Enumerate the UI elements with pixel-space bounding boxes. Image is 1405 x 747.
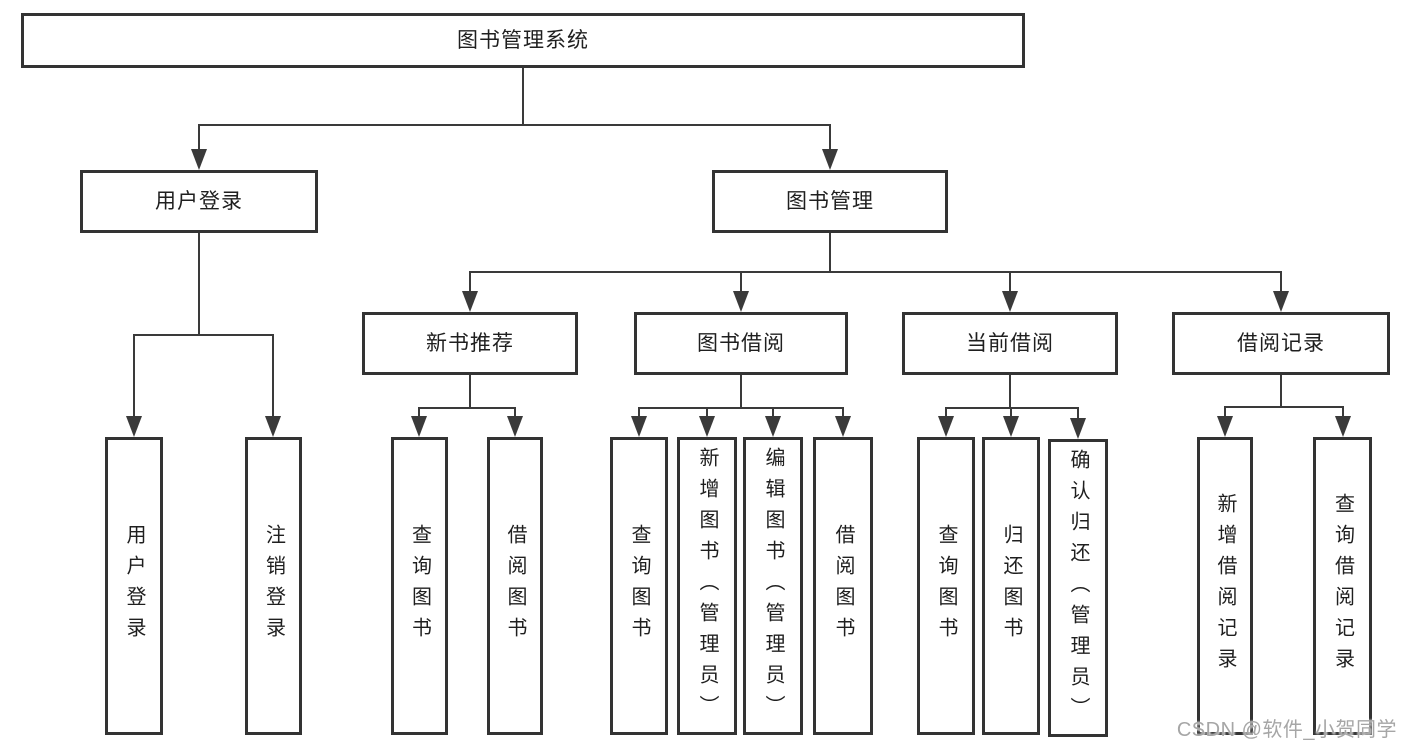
node-label-leaf-query-books-3: 查询图书 xyxy=(935,524,957,648)
connector-arrow-shaft xyxy=(272,335,274,419)
node-leaf-query-borrow-record: 查询借阅记录 xyxy=(1313,437,1372,735)
node-leaf-query-books-2: 查询图书 xyxy=(610,437,668,735)
connector-arrow-shaft xyxy=(198,125,200,152)
node-label-user-login-group: 用户登录 xyxy=(155,190,243,213)
connector-arrow-shaft xyxy=(638,408,640,419)
arrowhead-down-icon xyxy=(733,291,749,312)
node-leaf-confirm-return: 确认归还（管理员） xyxy=(1048,439,1108,737)
arrowhead-down-icon xyxy=(126,416,142,437)
arrowhead-down-icon xyxy=(1002,291,1018,312)
arrowhead-down-icon xyxy=(1273,291,1289,312)
arrowhead-down-icon xyxy=(1003,416,1019,437)
node-label-leaf-edit-books: 编辑图书（管理员） xyxy=(762,446,784,726)
node-leaf-return-books: 归还图书 xyxy=(982,437,1040,735)
connector-arrow-shaft xyxy=(842,408,844,419)
arrowhead-down-icon xyxy=(765,416,781,437)
node-label-leaf-user-login: 用户登录 xyxy=(123,524,145,648)
node-label-leaf-return-books: 归还图书 xyxy=(1000,524,1022,648)
connector-arrow-shaft xyxy=(1077,408,1079,421)
arrowhead-down-icon xyxy=(1070,418,1086,439)
node-user-login-group: 用户登录 xyxy=(80,170,318,233)
node-label-leaf-query-borrow-record: 查询借阅记录 xyxy=(1331,493,1354,679)
connector-arrow-shaft xyxy=(1342,407,1344,419)
connector-horizontal-line xyxy=(469,271,1282,273)
node-leaf-add-borrow-record: 新增借阅记录 xyxy=(1197,437,1253,735)
node-borrow-records: 借阅记录 xyxy=(1172,312,1390,375)
node-label-leaf-add-borrow-record: 新增借阅记录 xyxy=(1214,493,1236,679)
arrowhead-down-icon xyxy=(1335,416,1351,437)
node-book-mgmt-group: 图书管理 xyxy=(712,170,948,233)
node-leaf-edit-books: 编辑图书（管理员） xyxy=(743,437,803,735)
node-current-borrow: 当前借阅 xyxy=(902,312,1118,375)
node-label-root: 图书管理系统 xyxy=(457,29,589,52)
connector-arrow-shaft xyxy=(133,335,135,419)
node-leaf-add-books: 新增图书（管理员） xyxy=(677,437,737,735)
node-book-borrow: 图书借阅 xyxy=(634,312,848,375)
connector-horizontal-line xyxy=(198,124,831,126)
node-leaf-user-login: 用户登录 xyxy=(105,437,163,735)
arrowhead-down-icon xyxy=(631,416,647,437)
node-label-leaf-query-books-1: 查询图书 xyxy=(408,524,431,648)
connector-vertical-line xyxy=(469,375,471,408)
connector-arrow-shaft xyxy=(418,408,420,419)
node-label-leaf-query-books-2: 查询图书 xyxy=(628,524,650,648)
node-label-leaf-confirm-return: 确认归还（管理员） xyxy=(1067,448,1089,728)
connector-arrow-shaft xyxy=(1010,408,1012,419)
connector-arrow-shaft xyxy=(772,408,774,419)
arrowhead-down-icon xyxy=(462,291,478,312)
arrowhead-down-icon xyxy=(265,416,281,437)
connector-vertical-line xyxy=(522,68,524,125)
node-leaf-borrow-books-1: 借阅图书 xyxy=(487,437,543,735)
node-label-book-borrow: 图书借阅 xyxy=(697,332,785,355)
node-leaf-query-books-3: 查询图书 xyxy=(917,437,975,735)
node-label-book-mgmt-group: 图书管理 xyxy=(786,190,874,213)
connector-vertical-line xyxy=(1280,375,1282,407)
node-label-leaf-borrow-books-1: 借阅图书 xyxy=(504,524,526,648)
connector-arrow-shaft xyxy=(1009,272,1011,294)
connector-vertical-line xyxy=(198,233,200,335)
node-new-book-rec: 新书推荐 xyxy=(362,312,578,375)
connector-arrow-shaft xyxy=(514,408,516,419)
node-label-leaf-borrow-books-2: 借阅图书 xyxy=(832,524,854,648)
connector-arrow-shaft xyxy=(829,125,831,152)
node-label-leaf-add-books: 新增图书（管理员） xyxy=(696,446,718,726)
connector-arrow-shaft xyxy=(740,272,742,294)
connector-arrow-shaft xyxy=(945,408,947,419)
connector-vertical-line xyxy=(1009,375,1011,408)
arrowhead-down-icon xyxy=(507,416,523,437)
connector-vertical-line xyxy=(740,375,742,408)
connector-horizontal-line xyxy=(133,334,274,336)
node-leaf-query-books-1: 查询图书 xyxy=(391,437,448,735)
connector-horizontal-line xyxy=(945,407,1079,409)
node-leaf-borrow-books-2: 借阅图书 xyxy=(813,437,873,735)
connector-horizontal-line xyxy=(638,407,844,409)
connector-arrow-shaft xyxy=(1280,272,1282,294)
arrowhead-down-icon xyxy=(835,416,851,437)
node-label-new-book-rec: 新书推荐 xyxy=(426,332,514,355)
connector-horizontal-line xyxy=(1224,406,1344,408)
connector-arrow-shaft xyxy=(469,272,471,294)
node-leaf-logout: 注销登录 xyxy=(245,437,302,735)
node-label-borrow-records: 借阅记录 xyxy=(1237,332,1325,355)
node-root: 图书管理系统 xyxy=(21,13,1025,68)
arrowhead-down-icon xyxy=(411,416,427,437)
connector-horizontal-line xyxy=(418,407,516,409)
connector-arrow-shaft xyxy=(706,408,708,419)
arrowhead-down-icon xyxy=(938,416,954,437)
arrowhead-down-icon xyxy=(1217,416,1233,437)
connector-arrow-shaft xyxy=(1224,407,1226,419)
arrowhead-down-icon xyxy=(191,149,207,170)
node-label-current-borrow: 当前借阅 xyxy=(966,332,1054,355)
arrowhead-down-icon xyxy=(822,149,838,170)
arrowhead-down-icon xyxy=(699,416,715,437)
connector-vertical-line xyxy=(829,233,831,272)
node-label-leaf-logout: 注销登录 xyxy=(262,524,285,648)
